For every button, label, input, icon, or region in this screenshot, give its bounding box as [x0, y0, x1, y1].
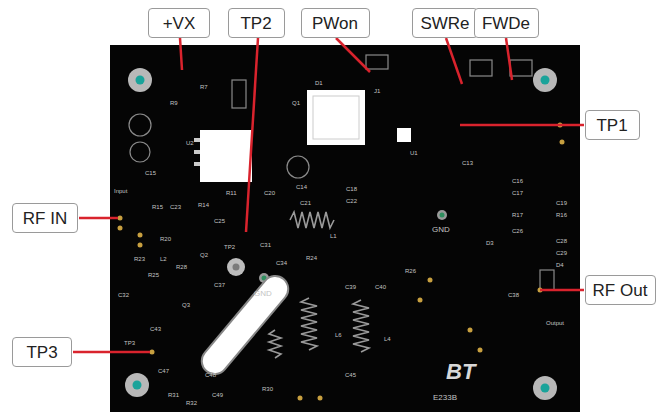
silkscreen-label: C34	[276, 260, 287, 266]
mounting-holes	[125, 68, 557, 400]
silkscreen-label: C28	[556, 238, 567, 244]
silkscreen-label: L4	[384, 336, 391, 342]
silkscreen-label: U2	[186, 140, 194, 146]
silkscreen-label: R24	[306, 255, 317, 261]
silkscreen-label: C37	[214, 282, 225, 288]
silkscreen-label: C15	[145, 170, 156, 176]
silkscreen-label: C26	[512, 228, 523, 234]
silkscreen-label: Q3	[182, 302, 190, 308]
inductor-coils	[269, 212, 369, 358]
silkscreen-label: R20	[160, 236, 171, 242]
callout-box: TP3	[12, 337, 72, 367]
silkscreen-label: C22	[346, 198, 357, 204]
silkscreen-label: C32	[118, 292, 129, 298]
component-outlines	[129, 55, 554, 290]
callout-box: +VX	[148, 8, 210, 38]
silkscreen-label: D1	[315, 80, 323, 86]
callout-label: FWDe	[482, 15, 530, 32]
silkscreen-label: C29	[556, 250, 567, 256]
callout-box: RF Out	[585, 275, 656, 305]
silkscreen-label: Q1	[292, 100, 300, 106]
callout-box: SWRe	[412, 8, 478, 38]
silkscreen-label: J1	[374, 88, 380, 94]
silkscreen-label: C38	[508, 292, 519, 298]
silkscreen-label: C47	[158, 368, 169, 374]
callout-box: TP2	[228, 8, 285, 38]
silkscreen-label: R31	[168, 392, 179, 398]
silkscreen-label: R32	[186, 400, 197, 406]
callout-label: TP2	[240, 15, 271, 32]
silkscreen-label: C40	[375, 284, 386, 290]
callout-label: +VX	[163, 15, 196, 32]
callout-label: PWon	[312, 15, 358, 32]
silkscreen-label: C14	[296, 184, 307, 190]
silkscreen-label: C31	[260, 242, 271, 248]
silkscreen-label: Input	[114, 188, 127, 194]
silkscreen-label: L6	[335, 332, 342, 338]
silkscreen-label: L1	[330, 233, 337, 239]
silkscreen-label: L2	[160, 256, 167, 262]
crystal	[196, 271, 293, 380]
callout-label: RF Out	[593, 282, 648, 299]
pcb-board	[110, 45, 580, 412]
callout-label: RF IN	[23, 210, 67, 227]
silkscreen-label: C17	[512, 190, 523, 196]
silkscreen-label: R14	[198, 202, 209, 208]
silkscreen-label: R15	[152, 204, 163, 210]
callout-box: TP1	[585, 110, 640, 140]
silkscreen-label: C23	[170, 204, 181, 210]
callout-label: TP1	[596, 117, 627, 134]
solder-pads	[118, 123, 565, 401]
silkscreen-label: R30	[262, 386, 273, 392]
silkscreen-label: C16	[512, 178, 523, 184]
silkscreen-label: R16	[556, 212, 567, 218]
silkscreen-label: R28	[176, 264, 187, 270]
silkscreen-label: C19	[556, 200, 567, 206]
silkscreen-label: R9	[170, 100, 178, 106]
logo-text: BT	[446, 361, 475, 383]
ic-packages	[194, 90, 411, 182]
gnd-pads	[259, 210, 447, 283]
silkscreen-label: C43	[150, 326, 161, 332]
silkscreen-label: C20	[264, 190, 275, 196]
silkscreen-label: D3	[486, 240, 494, 246]
silkscreen-label: C25	[214, 218, 225, 224]
silkscreen-label: R26	[405, 268, 416, 274]
callout-label: SWRe	[420, 15, 469, 32]
silkscreen-label: TP3	[124, 340, 135, 346]
callout-box: PWon	[301, 8, 370, 38]
leader-lines	[73, 38, 584, 352]
silkscreen-label: C45	[345, 372, 356, 378]
silkscreen-label: C48	[205, 372, 216, 378]
silkscreen-label: Q2	[200, 252, 208, 258]
silkscreen-label: R7	[200, 84, 208, 90]
silkscreen-label: R25	[148, 272, 159, 278]
silkscreen-label: U1	[410, 150, 418, 156]
silkscreen-label: D4	[556, 262, 564, 268]
silkscreen-label: C21	[300, 200, 311, 206]
silkscreen-label: R11	[226, 190, 237, 196]
silkscreen-label: C49	[212, 392, 223, 398]
callout-box: FWDe	[474, 8, 539, 38]
silkscreen-label: R17	[512, 212, 523, 218]
silkscreen-label: TP2	[224, 244, 235, 250]
silkscreen-label: GND	[254, 290, 272, 298]
silkscreen-label: E233B	[433, 394, 457, 402]
silkscreen-label: C13	[462, 160, 473, 166]
callout-box: RF IN	[12, 203, 78, 233]
callout-label: TP3	[26, 344, 57, 361]
silkscreen-label: GND	[432, 226, 450, 234]
silkscreen-label: Output	[546, 320, 564, 326]
silkscreen-label: R23	[134, 256, 145, 262]
silkscreen-label: C18	[346, 186, 357, 192]
silkscreen-label: C39	[345, 284, 356, 290]
